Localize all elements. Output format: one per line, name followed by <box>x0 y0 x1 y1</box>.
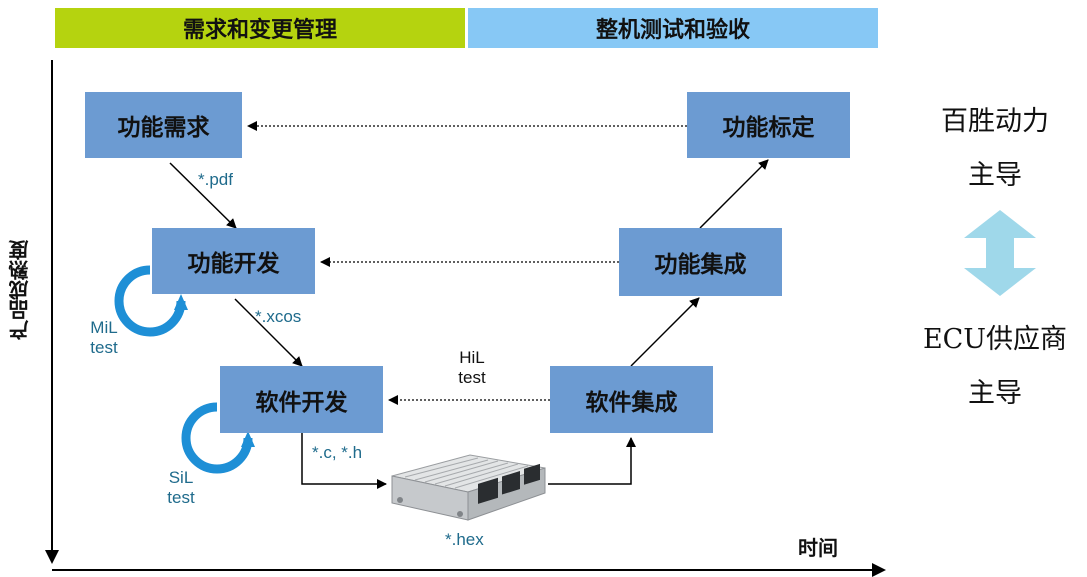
banner-right-text: 整机测试和验收 <box>595 18 750 43</box>
label-hil-line1: HiL <box>459 348 485 367</box>
arrow-req-to-funcdev <box>169 162 237 229</box>
side-bottom-line1: ECU供应商 <box>922 324 1068 355</box>
box-function-calibration: 功能标定 <box>687 92 850 158</box>
banner-vehicle-test-acceptance: 整机测试和验收 <box>468 8 878 48</box>
label-sil-test: SiL test <box>160 468 202 508</box>
box-function-calibration-label: 功能标定 <box>722 115 815 141</box>
side-top-line1: 百胜动力 <box>941 106 1049 137</box>
side-top-line2: 主导 <box>968 160 1022 191</box>
label-mil-test: MiL test <box>84 318 124 358</box>
arrow-swdev-to-ecu <box>301 433 387 489</box>
banner-left-text: 需求和变更管理 <box>182 18 337 43</box>
box-function-requirements-label: 功能需求 <box>117 115 210 141</box>
arrow-swint-to-funcint <box>630 297 700 367</box>
box-function-integration: 功能集成 <box>619 228 782 296</box>
double-headed-arrow-icon <box>964 210 1036 296</box>
box-function-integration-label: 功能集成 <box>654 252 747 278</box>
box-software-development-label: 软件开发 <box>255 389 348 416</box>
box-software-integration: 软件集成 <box>550 366 713 433</box>
side-text-ecu-supplier-led: ECU供应商 主导 <box>905 313 1085 421</box>
ecu-module-image <box>391 454 546 521</box>
box-software-integration-label: 软件集成 <box>585 389 678 416</box>
side-text-bosch-led: 百胜动力 主导 <box>915 95 1075 203</box>
arrow-funcdev-to-swdev <box>234 298 303 367</box>
label-hex: *.hex <box>445 530 484 549</box>
x-axis-label: 时间 <box>798 536 838 560</box>
box-function-requirements: 功能需求 <box>85 92 242 158</box>
box-software-development: 软件开发 <box>220 366 383 433</box>
sil-loop-circular-arrow-icon <box>181 402 255 474</box>
side-bottom-line2: 主导 <box>968 378 1022 409</box>
arrow-funcint-to-calib <box>699 159 769 229</box>
label-mil-line2: test <box>90 338 118 357</box>
label-hil-test: HiL test <box>450 348 494 388</box>
arrow-ecu-to-swint <box>548 437 636 485</box>
label-sil-line2: test <box>167 488 195 507</box>
banner-requirements-change-management: 需求和变更管理 <box>55 8 465 48</box>
box-function-development: 功能开发 <box>152 228 315 294</box>
label-xcos: *.xcos <box>255 307 302 326</box>
box-function-development-label: 功能开发 <box>187 251 280 277</box>
label-c-h: *.c, *.h <box>312 443 363 462</box>
label-sil-line1: SiL <box>168 468 194 487</box>
label-mil-line1: MiL <box>90 318 118 337</box>
label-hil-line2: test <box>458 368 486 387</box>
label-pdf: *.pdf <box>198 170 233 189</box>
mil-loop-circular-arrow-icon <box>114 265 188 337</box>
y-axis-label: 产品成熟度 <box>8 240 32 340</box>
